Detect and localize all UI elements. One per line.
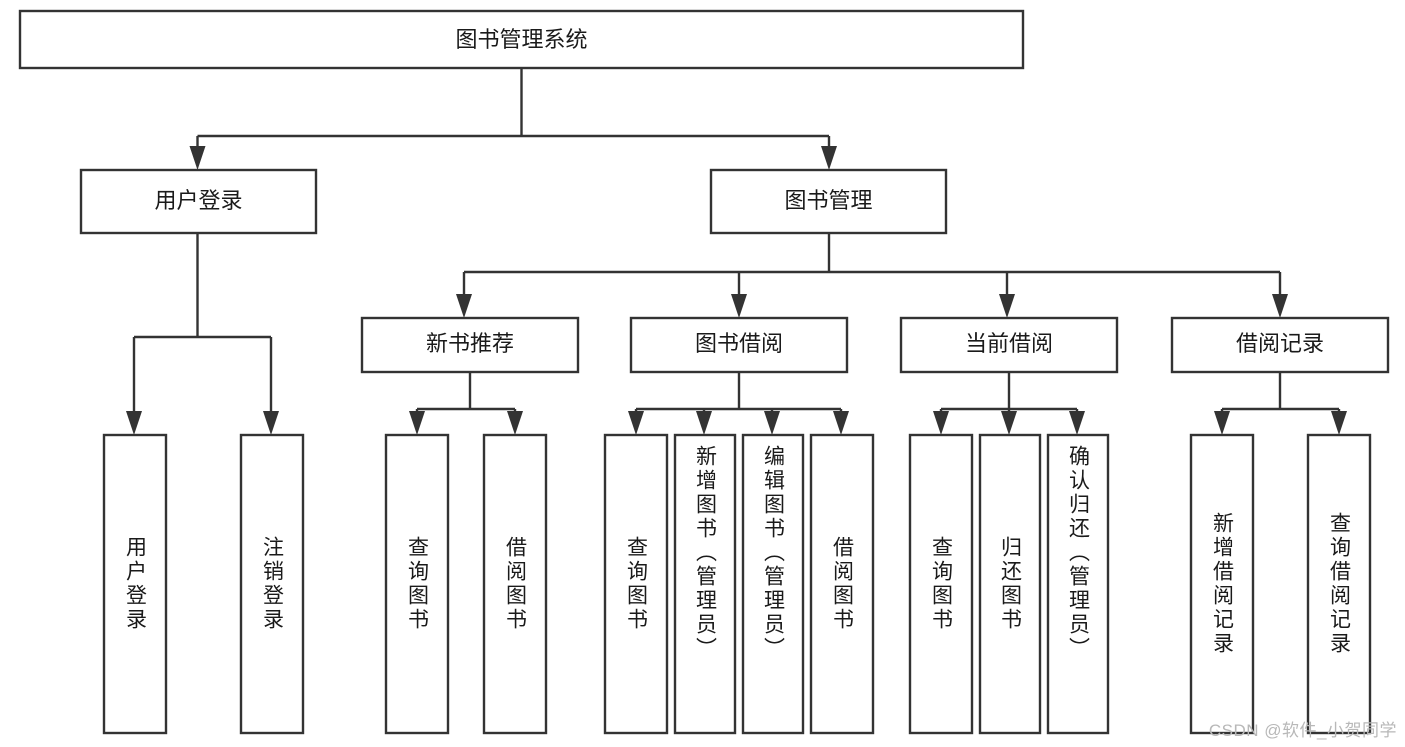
connector-book-borrow-to-leaves [628, 372, 849, 435]
node-leaf-query-book-3-box[interactable] [908, 433, 974, 735]
leaf-boxes [102, 433, 1372, 735]
arrow-to-leaf-query-record [1331, 411, 1347, 435]
node-current-borrow-box[interactable] [899, 316, 1119, 374]
node-root-label: 图书管理系统 [455, 27, 587, 52]
node-book-borrow[interactable]: 图书借阅 [629, 316, 849, 374]
node-user-login-label: 用户登录 [154, 188, 242, 213]
arrow-to-leaf-add-book [696, 411, 712, 435]
node-current-borrow[interactable]: 当前借阅 [899, 316, 1119, 374]
connector-root-to-level2 [189, 68, 837, 170]
arrow-to-leaf-confirm-return [1069, 411, 1085, 435]
connector-user-login-to-leaves [126, 233, 279, 435]
arrow-to-leaf-edit-book [764, 411, 780, 435]
node-leaf-borrow-book-1-box[interactable] [482, 433, 548, 735]
node-borrow-record-box[interactable] [1170, 316, 1390, 374]
node-borrow-record[interactable]: 借阅记录 [1170, 316, 1390, 374]
arrow-to-borrow-record [1272, 294, 1288, 318]
node-root[interactable]: 图书管理系统 [18, 9, 1025, 70]
connector-new-book-recommend-to-leaves [409, 372, 523, 435]
arrow-to-leaf-query-book-2 [628, 411, 644, 435]
arrow-to-leaf-borrow-book-2 [833, 411, 849, 435]
arrow-to-book-manage [821, 146, 837, 170]
node-leaf-borrow-book-2-box[interactable] [809, 433, 875, 735]
csdn-watermark: CSDN @软件_小贺同学 [1208, 721, 1397, 740]
node-root-box[interactable] [18, 9, 1025, 70]
node-current-borrow-label: 当前借阅 [965, 331, 1053, 356]
node-leaf-query-record-box[interactable] [1306, 433, 1372, 735]
node-leaf-user-logout-box[interactable] [239, 433, 305, 735]
arrow-to-new-book-recommend [456, 294, 472, 318]
node-user-login[interactable]: 用户登录 [79, 168, 318, 235]
node-book-borrow-label: 图书借阅 [695, 331, 783, 356]
node-book-borrow-box[interactable] [629, 316, 849, 374]
node-new-book-recommend[interactable]: 新书推荐 [360, 316, 580, 374]
node-leaf-edit-book-box[interactable] [741, 433, 805, 735]
node-book-manage-label: 图书管理 [784, 188, 872, 213]
node-user-login-box[interactable] [79, 168, 318, 235]
connector-borrow-record-to-leaves [1214, 372, 1347, 435]
arrow-to-leaf-user-logout [263, 411, 279, 435]
arrow-to-leaf-borrow-book-1 [507, 411, 523, 435]
arrow-to-leaf-return-book [1001, 411, 1017, 435]
node-leaf-return-book-box[interactable] [978, 433, 1042, 735]
arrow-to-leaf-query-book-3 [933, 411, 949, 435]
node-new-book-recommend-label: 新书推荐 [426, 331, 514, 356]
node-borrow-record-label: 借阅记录 [1236, 331, 1324, 356]
node-leaf-user-login-box[interactable] [102, 433, 168, 735]
arrow-to-leaf-add-record [1214, 411, 1230, 435]
arrow-to-leaf-query-book-1 [409, 411, 425, 435]
node-book-manage[interactable]: 图书管理 [709, 168, 948, 235]
node-leaf-add-book-box[interactable] [673, 433, 737, 735]
node-leaf-add-record-box[interactable] [1189, 433, 1255, 735]
node-leaf-confirm-return-box[interactable] [1046, 433, 1110, 735]
arrow-to-current-borrow [999, 294, 1015, 318]
node-new-book-recommend-box[interactable] [360, 316, 580, 374]
arrow-to-leaf-user-login [126, 411, 142, 435]
connector-book-manage-to-level3 [456, 233, 1288, 318]
node-leaf-query-book-1-box[interactable] [384, 433, 450, 735]
node-book-manage-box[interactable] [709, 168, 948, 235]
arrow-to-user-login [189, 146, 206, 170]
node-leaf-query-book-2-box[interactable] [603, 433, 669, 735]
connector-current-borrow-to-leaves [933, 372, 1085, 435]
arrow-to-book-borrow [731, 294, 747, 318]
